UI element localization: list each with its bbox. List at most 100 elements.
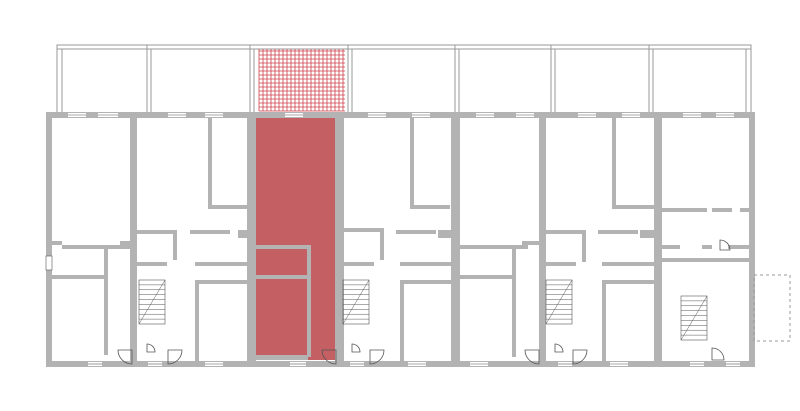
wall: [522, 241, 539, 245]
stair-icon: [138, 279, 166, 325]
stair-icon: [545, 279, 573, 325]
door-swing-icon: [711, 347, 725, 361]
balcony-strip: [56, 44, 752, 114]
stair-arrow: [342, 279, 370, 325]
door-swing-icon: [167, 349, 183, 365]
wall: [396, 230, 436, 234]
wall: [208, 118, 212, 208]
wall: [256, 245, 308, 249]
door-swing-icon: [554, 343, 564, 353]
wall: [460, 245, 528, 249]
door-swing-icon: [321, 349, 337, 365]
wall: [410, 118, 414, 208]
wall: [137, 230, 177, 234]
wall: [598, 230, 638, 234]
wall: [662, 208, 707, 212]
wall: [460, 275, 512, 279]
wall: [451, 112, 460, 367]
balcony-outline: [56, 44, 752, 114]
wall: [512, 245, 516, 357]
wall: [702, 245, 712, 249]
wall: [46, 112, 52, 367]
door-swing-icon: [554, 343, 564, 353]
wall: [380, 228, 384, 260]
wall: [307, 245, 311, 357]
highlighted-apartment: [254, 117, 336, 360]
wall: [173, 230, 177, 260]
wall: [749, 112, 755, 367]
wall: [660, 245, 680, 249]
wall: [208, 205, 248, 209]
wall: [62, 245, 132, 249]
door-swing-icon: [369, 349, 385, 365]
wall: [190, 230, 230, 234]
wall: [256, 275, 308, 279]
wall: [400, 280, 451, 284]
wall: [546, 262, 576, 266]
wall: [335, 112, 344, 367]
door-swing-icon: [572, 349, 588, 365]
wall: [46, 361, 755, 367]
door-swing-icon: [719, 239, 731, 251]
door-swing-icon: [351, 343, 361, 353]
wall: [52, 241, 62, 245]
windows: [45, 113, 740, 366]
balcony-grid-icon: [258, 49, 345, 112]
wall: [400, 262, 451, 266]
wall: [238, 230, 247, 238]
wall: [728, 245, 749, 249]
stairs: [138, 279, 708, 341]
door-swing-icon: [719, 239, 731, 251]
door-swing-icon: [711, 347, 725, 361]
doors: [117, 239, 731, 365]
wall: [612, 118, 616, 208]
balcony-inner-line: [56, 48, 752, 114]
wall: [438, 230, 451, 238]
door-swing-icon: [524, 349, 540, 365]
door-swing-icon: [167, 349, 183, 365]
wall: [612, 205, 654, 209]
door-swing-icon: [524, 349, 540, 365]
walls: [46, 112, 755, 367]
wall: [602, 280, 606, 362]
annex-outline: [753, 274, 791, 342]
wall: [400, 280, 404, 362]
wall: [654, 112, 662, 367]
wall: [410, 205, 450, 209]
door-swing-icon: [572, 349, 588, 365]
stair-arrow: [138, 279, 166, 325]
wall: [660, 258, 749, 262]
door-swing-icon: [117, 349, 133, 365]
wall: [640, 230, 654, 238]
wall: [602, 280, 654, 284]
wall: [195, 280, 247, 284]
wall: [344, 262, 374, 266]
wall: [46, 112, 755, 118]
wall: [256, 355, 308, 360]
door-swing-icon: [369, 349, 385, 365]
stair-arrow: [680, 295, 708, 341]
wall: [130, 112, 137, 367]
wall: [539, 112, 546, 367]
wall: [120, 241, 132, 245]
door-swing-icon: [351, 343, 361, 353]
wall: [137, 262, 167, 266]
wall: [582, 230, 586, 262]
wall: [247, 112, 256, 367]
wall: [344, 228, 384, 232]
wall: [195, 262, 247, 266]
wall: [740, 208, 749, 212]
wall: [712, 208, 732, 212]
wall: [195, 280, 199, 362]
stair-icon: [680, 295, 708, 341]
stair-icon: [342, 279, 370, 325]
door-swing-icon: [146, 343, 156, 353]
door-swing-icon: [146, 343, 156, 353]
door-swing-icon: [321, 349, 337, 365]
wall: [602, 262, 654, 266]
window-icon: [45, 255, 53, 271]
wall: [104, 245, 108, 355]
door-swing-icon: [117, 349, 133, 365]
